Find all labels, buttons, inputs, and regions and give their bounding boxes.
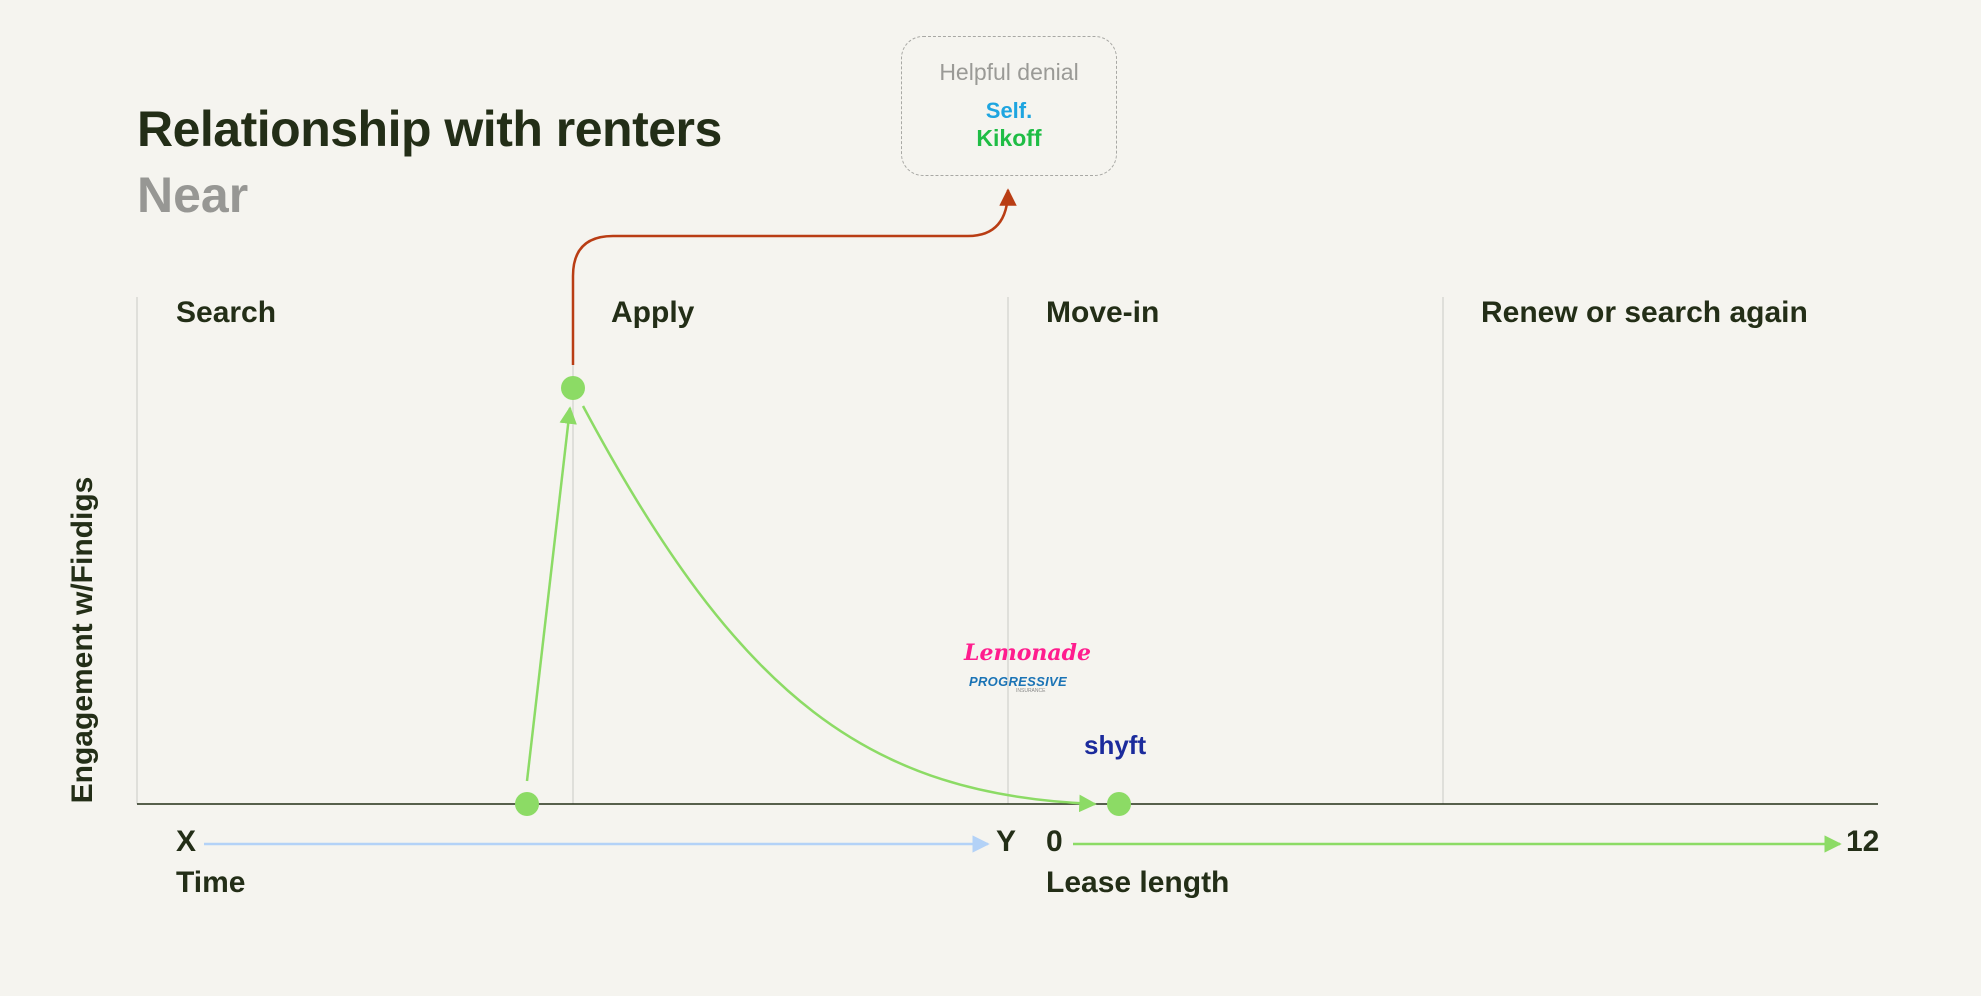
phase-label-move-in: Move-in [1046,296,1160,329]
self-logo: Self. [985,98,1033,123]
denial-arrow [571,188,1017,365]
phase-label-renew: Renew or search again [1481,296,1808,329]
phase-label-search: Search [176,296,277,329]
time-axis-end: Y [996,825,1017,858]
progressive-logo-subtext: INSURANCE [1016,688,1046,694]
page-subtitle: Near [137,167,249,223]
phase-label-apply: Apply [611,296,695,329]
helpful-denial-box: Helpful denial Self. Kikoff [901,36,1117,176]
shyft-logo: shyft [1084,730,1147,760]
engagement-rise-arrow [525,406,577,782]
lease-axis-end: 12 [1846,825,1880,858]
engagement-decay-curve [581,405,1097,813]
progressive-logo: PROGRESSIVE [969,674,1067,689]
page-title: Relationship with renters [137,101,722,157]
time-axis-label: Time [176,866,246,899]
engagement-point-movein [1107,792,1131,816]
kikoff-logo: Kikoff [976,125,1042,151]
helpful-denial-title: Helpful denial [939,59,1079,85]
engagement-point-peak [561,376,585,400]
lemonade-logo: Lemonade [964,640,1092,666]
lease-axis-start: 0 [1046,825,1063,858]
engagement-point-start [515,792,539,816]
lease-axis-label: Lease length [1046,866,1230,899]
time-axis-start: X [176,825,197,858]
